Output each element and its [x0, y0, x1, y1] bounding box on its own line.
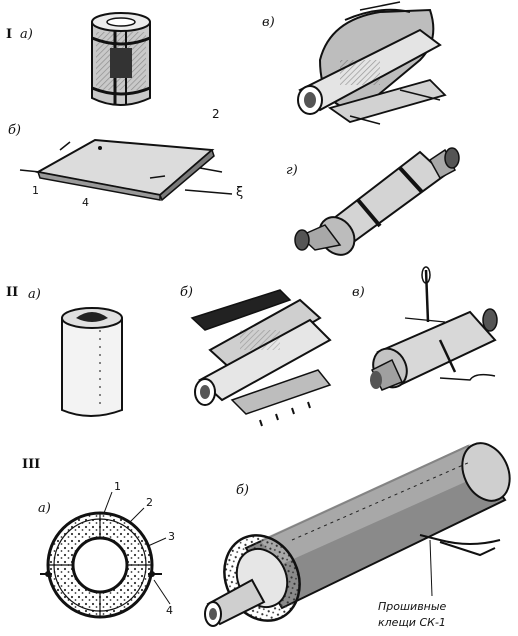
- label-Iv: в): [262, 15, 275, 30]
- label-Ib: б): [8, 123, 21, 138]
- label-IIb: б): [180, 285, 193, 300]
- label-Ig: г): [286, 163, 298, 178]
- callout-III-1: 1: [114, 480, 121, 493]
- figure-IIIa-cross-section: [40, 491, 171, 619]
- label-IIIb: б): [236, 483, 249, 498]
- figure-Iv-pipe-wrapping: [297, 1, 447, 125]
- callout-I-3: ξ: [236, 185, 243, 200]
- figure-IIb-pipe-wrap: [190, 289, 332, 427]
- callout-I-2: 2: [212, 107, 220, 121]
- label-IIIa: а): [38, 501, 51, 516]
- label-Ia: а): [20, 27, 33, 42]
- caption-tool-line1: Прошивные: [378, 600, 447, 613]
- section-label-II: II: [6, 285, 18, 300]
- figure-IIa-roll: [61, 307, 123, 417]
- label-IIv: в): [352, 285, 365, 300]
- label-IIa: а): [28, 287, 41, 302]
- figure-IIIb-large-pipe: [204, 442, 511, 627]
- section-label-I: I: [6, 27, 12, 42]
- callout-I-1: 1: [32, 184, 39, 197]
- section-label-III: III: [22, 457, 40, 472]
- callout-III-2: 2: [146, 496, 153, 509]
- figure-IIv-stitching: [370, 266, 498, 391]
- figure-Ig-banded-pipe: [294, 147, 460, 256]
- figure-Ib-flat-mat: [19, 138, 233, 202]
- callout-I-4: 4: [82, 196, 89, 209]
- callout-III-3: 3: [168, 530, 175, 543]
- callout-III-4: 4: [166, 604, 173, 617]
- caption-tool-line2: клещи СК-1: [378, 616, 446, 629]
- figure-Ia-insulation-roll: [91, 12, 151, 106]
